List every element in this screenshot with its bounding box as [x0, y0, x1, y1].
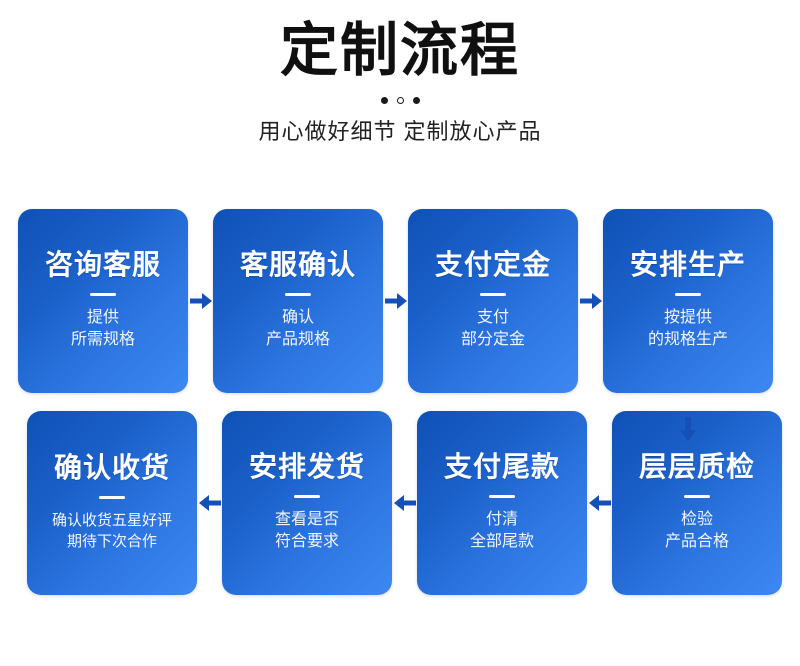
arrow-left-icon-2	[392, 489, 417, 517]
arrow-right-icon-1	[188, 287, 213, 315]
flow-step-desc: 支付 部分定金	[460, 308, 525, 348]
arrow-left-icon-3	[197, 489, 222, 517]
flow-step-desc: 按提供 的规格生产	[647, 308, 728, 348]
flow-step-title: 层层质检	[638, 450, 755, 482]
flow-step-title: 安排生产	[629, 248, 746, 280]
flow-step-desc: 查看是否 符合要求	[274, 510, 339, 550]
flow-row-1: 咨询客服 提供 所需规格 客服确认 确认 产品规格 支付定金 支付 部分定金 安…	[0, 200, 800, 402]
page-title: 定制流程	[279, 18, 520, 83]
card-divider	[480, 292, 506, 296]
flow-step-desc: 付清 全部尾款	[469, 510, 534, 550]
arrow-left-icon-1	[587, 489, 612, 517]
page-subtitle: 用心做好细节 定制放心产品	[258, 119, 542, 144]
flow-step-card-8[interactable]: 确认收货 确认收货五星好评 期待下次合作	[27, 411, 197, 595]
flow-step-title: 安排发货	[248, 450, 365, 482]
flow-step-title: 支付尾款	[443, 450, 560, 482]
divider-dots	[0, 94, 800, 106]
card-divider	[294, 494, 320, 498]
dot-filled-left	[380, 96, 388, 104]
process-flow: 咨询客服 提供 所需规格 客服确认 确认 产品规格 支付定金 支付 部分定金 安…	[0, 200, 800, 604]
flow-step-card-7[interactable]: 安排发货 查看是否 符合要求	[222, 411, 392, 595]
card-divider	[285, 292, 311, 296]
flow-step-desc: 确认 产品规格	[265, 308, 330, 348]
flow-step-card-2[interactable]: 客服确认 确认 产品规格	[213, 209, 383, 393]
flow-step-desc: 确认收货五星好评 期待下次合作	[51, 511, 172, 550]
flow-step-card-4[interactable]: 安排生产 按提供 的规格生产	[603, 209, 773, 393]
card-divider	[489, 494, 515, 498]
card-divider	[99, 495, 125, 499]
card-divider	[684, 494, 710, 498]
arrow-down-icon	[603, 403, 773, 455]
flow-step-title: 咨询客服	[44, 248, 161, 280]
flow-step-title: 确认收货	[53, 451, 170, 483]
arrow-right-icon-3	[578, 287, 603, 315]
card-divider	[675, 292, 701, 296]
flow-step-desc: 检验 产品合格	[664, 510, 729, 550]
flow-step-desc: 提供 所需规格	[70, 308, 135, 348]
flow-step-card-5[interactable]: 层层质检 检验 产品合格	[612, 411, 782, 595]
flow-step-title: 支付定金	[434, 248, 551, 280]
dot-hollow-center	[396, 96, 404, 104]
flow-row-2: 层层质检 检验 产品合格 支付尾款 付清 全部尾款 安排发货 查看是否 符合要求…	[0, 402, 800, 604]
page-header: 定制流程 用心做好细节 定制放心产品	[0, 0, 800, 147]
flow-step-card-1[interactable]: 咨询客服 提供 所需规格	[18, 209, 188, 393]
flow-step-card-3[interactable]: 支付定金 支付 部分定金	[408, 209, 578, 393]
card-divider	[90, 292, 116, 296]
flow-step-title: 客服确认	[239, 248, 356, 280]
flow-step-card-6[interactable]: 支付尾款 付清 全部尾款	[417, 411, 587, 595]
arrow-right-icon-2	[383, 287, 408, 315]
dot-filled-right	[412, 96, 420, 104]
